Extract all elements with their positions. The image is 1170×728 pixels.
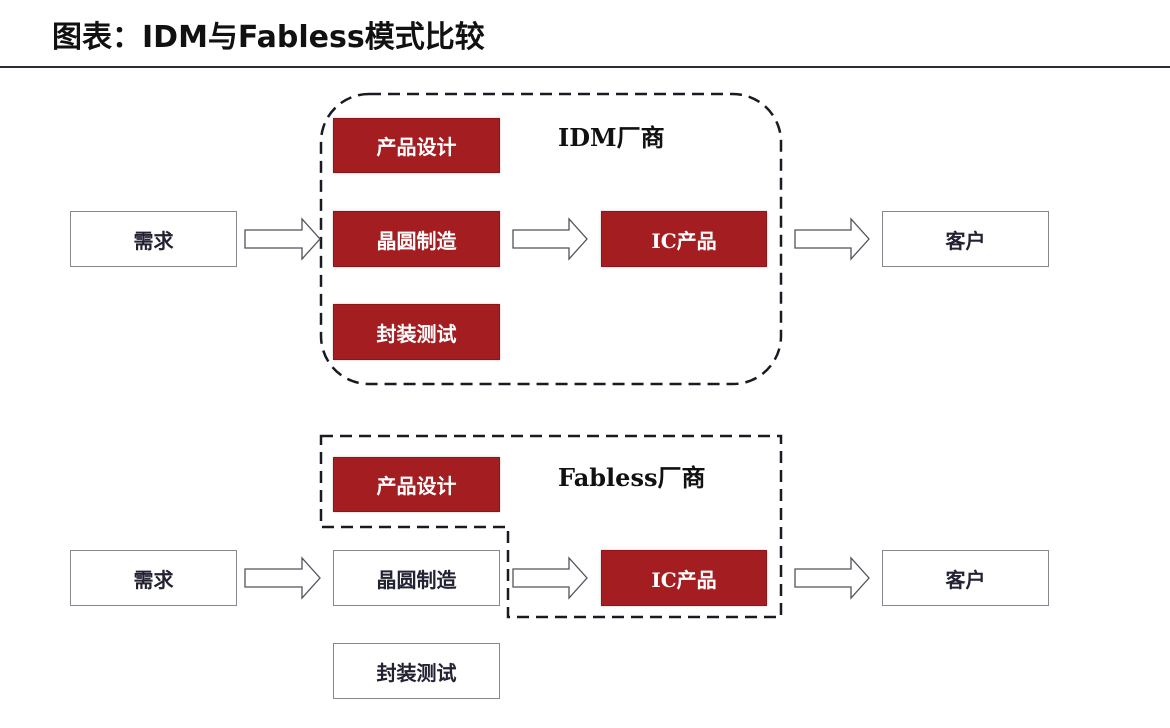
figure-title: 图表：IDM与Fabless模式比较 <box>52 20 485 55</box>
fabless-boundary <box>319 434 783 619</box>
arrow-idm-ic-to-customer <box>794 217 870 261</box>
arrow-idm-wafer-to-ic <box>512 217 588 261</box>
fabless-demand-box: 需求 <box>70 550 237 606</box>
arrow-idm-demand-to-factory <box>244 217 321 261</box>
arrow-fabless-wafer-to-ic <box>512 556 588 600</box>
idm-package-box: 封装测试 <box>333 304 500 360</box>
idm-group-label: IDM厂商 <box>558 123 665 152</box>
fabless-ic-product-box: IC产品 <box>601 550 767 606</box>
idm-customer-box: 客户 <box>882 211 1049 267</box>
title-divider <box>0 66 1170 68</box>
idm-design-box: 产品设计 <box>333 118 500 173</box>
idm-demand-box: 需求 <box>70 211 237 267</box>
idm-ic-product-box: IC产品 <box>601 211 767 267</box>
fabless-package-box: 封装测试 <box>333 643 500 699</box>
fabless-customer-box: 客户 <box>882 550 1049 606</box>
fabless-design-box: 产品设计 <box>333 457 500 512</box>
arrow-fabless-demand-to-wafer <box>244 556 321 600</box>
fabless-group-label: Fabless厂商 <box>558 463 706 492</box>
idm-wafer-box: 晶圆制造 <box>333 211 500 267</box>
idm-boundary <box>319 92 783 386</box>
arrow-fabless-ic-to-customer <box>794 556 870 600</box>
fabless-wafer-box: 晶圆制造 <box>333 550 500 606</box>
